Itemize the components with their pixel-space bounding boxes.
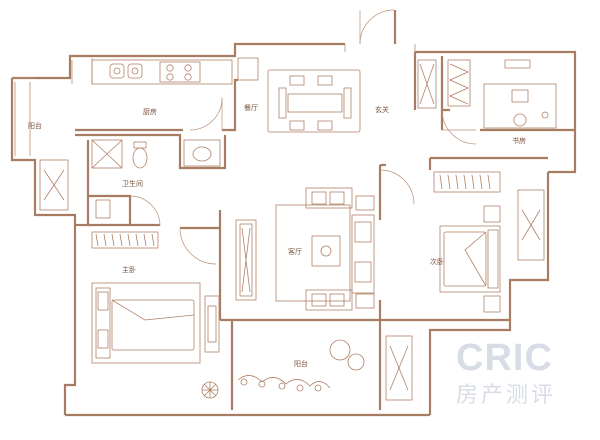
dining-table xyxy=(267,69,361,133)
foyer-cabinet xyxy=(417,59,437,109)
living-sofa xyxy=(275,187,375,311)
doors xyxy=(129,9,477,265)
label-living: 客厅 xyxy=(288,247,302,256)
bathroom-fixtures xyxy=(91,139,221,219)
master-bed xyxy=(91,282,201,364)
left-balcony-fixtures xyxy=(39,159,69,211)
label-second-bedroom: 次卧 xyxy=(430,257,444,266)
outer-walls xyxy=(10,10,577,417)
watermark-subtitle: 房产测评 xyxy=(456,383,556,408)
master-desk xyxy=(204,295,220,353)
watermark-brand: CRIC xyxy=(456,337,553,379)
second-bed xyxy=(439,205,501,313)
label-kitchen: 厨房 xyxy=(143,107,157,116)
label-balcony-bottom: 阳台 xyxy=(294,359,308,368)
label-balcony-left: 阳台 xyxy=(28,121,42,130)
label-dining: 餐厅 xyxy=(244,103,258,112)
right-balcony-fixtures xyxy=(517,189,545,261)
study-furniture xyxy=(447,59,557,129)
second-wardrobe xyxy=(433,171,501,193)
living-tv-console xyxy=(235,219,257,301)
bottom-balcony-fixtures xyxy=(237,335,413,401)
master-wardrobe xyxy=(91,231,159,249)
watermark: CRIC 房产测评 xyxy=(456,337,556,408)
label-bathroom: 卫生间 xyxy=(122,179,143,188)
plant xyxy=(201,381,219,399)
label-study: 书房 xyxy=(512,136,526,145)
room-labels: 厨房 餐厅 玄关 书房 阳台 卫生间 客厅 次卧 主卧 阳台 xyxy=(28,103,526,368)
kitchen-counter xyxy=(91,59,233,85)
fridge xyxy=(237,57,259,81)
interior-walls xyxy=(75,52,575,410)
label-foyer: 玄关 xyxy=(375,105,389,114)
label-master-bedroom: 主卧 xyxy=(122,265,136,274)
